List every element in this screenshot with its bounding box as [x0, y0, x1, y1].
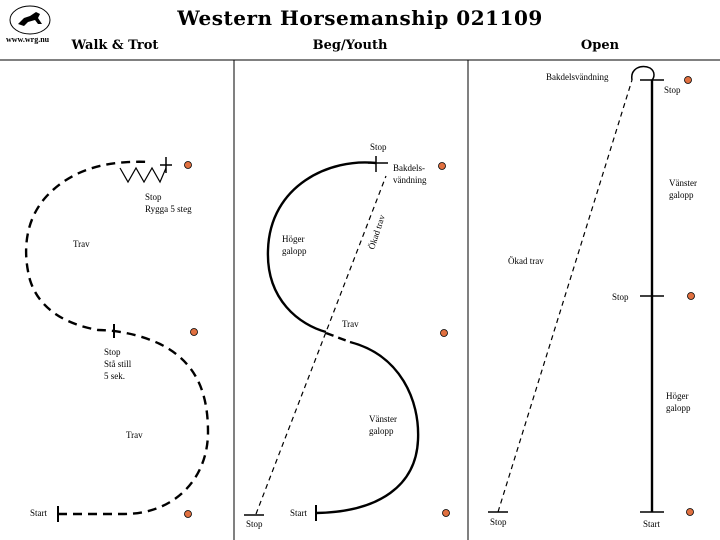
club-logo	[9, 5, 51, 35]
label-trav: Trav	[73, 239, 90, 249]
extended-trot-line	[255, 175, 387, 515]
label-rollback: Bakdels-	[393, 163, 425, 173]
label-left-lead: Vänster	[369, 414, 397, 424]
extended-trot-line	[497, 79, 633, 513]
label-start: Start	[290, 508, 307, 518]
label-stop: Stop	[104, 347, 121, 357]
label-stop: Stop	[612, 292, 629, 302]
cone-marker	[184, 510, 192, 518]
column-heading-walk-trot: Walk & Trot	[71, 38, 159, 53]
left-lead-arc	[315, 340, 420, 515]
label-left-lead: galopp	[369, 426, 394, 436]
label-right-lead: galopp	[666, 403, 691, 413]
label-stop: Stop	[145, 192, 162, 202]
label-stop: Stop	[370, 142, 387, 152]
column-heading-open: Open	[580, 38, 620, 53]
label-start: Start	[30, 508, 47, 518]
walk-trot-path	[24, 160, 210, 516]
label-note: Stå still	[104, 359, 132, 369]
label-stop: Stop	[664, 85, 681, 95]
label-start: Start	[643, 519, 660, 529]
label-stop: Stop	[246, 519, 263, 529]
label-rollback: vändning	[393, 175, 427, 185]
cone-marker	[686, 508, 694, 516]
label-note: Rygga 5 steg	[145, 204, 192, 214]
label-stop: Stop	[490, 517, 507, 527]
label-trav: Trav	[126, 430, 143, 440]
logo-url: www.wrg.nu	[6, 35, 50, 44]
label-trav: Trav	[342, 319, 359, 329]
label-right-lead: Höger	[666, 391, 689, 401]
cone-marker	[190, 328, 198, 336]
page-title: Western Horsemanship 021109	[177, 6, 543, 30]
label-extended-trot: Ökad trav	[508, 256, 544, 266]
cone-marker	[684, 76, 692, 84]
label-note: 5 sek.	[104, 371, 125, 381]
cone-marker	[687, 292, 695, 300]
cone-marker	[438, 162, 446, 170]
cone-marker	[442, 509, 450, 517]
rollback-loop	[631, 65, 655, 81]
walk-trot-pattern	[24, 160, 210, 516]
label-left-lead: galopp	[669, 190, 694, 200]
right-lead-arc	[266, 161, 377, 334]
label-left-lead: Vänster	[669, 178, 697, 188]
cone-marker	[184, 161, 192, 169]
label-right-lead: Höger	[282, 234, 305, 244]
trot-segment	[325, 331, 351, 344]
back-up-zigzag	[119, 166, 167, 184]
label-rollback: Bakdelsvändning	[546, 72, 609, 82]
label-right-lead: galopp	[282, 246, 307, 256]
column-heading-beg-youth: Beg/Youth	[312, 38, 388, 53]
cone-marker	[440, 329, 448, 337]
